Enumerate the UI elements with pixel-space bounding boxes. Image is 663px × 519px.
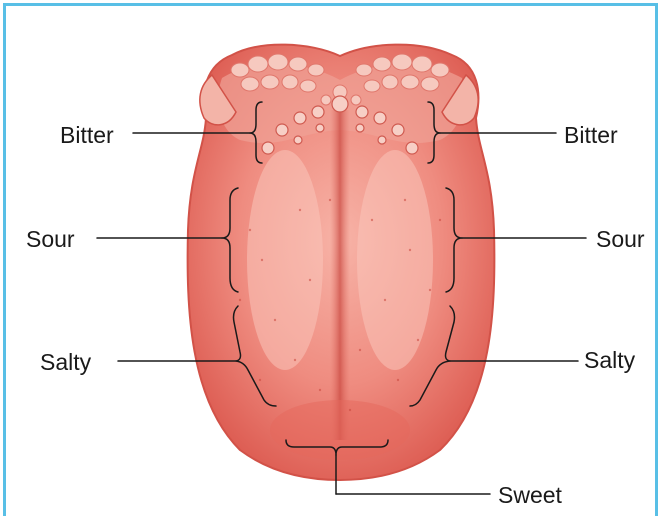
tongue-illustration xyxy=(188,45,495,480)
tongue-left-highlight xyxy=(247,150,323,370)
tongue-right-highlight xyxy=(357,150,433,370)
label-salty-right: Salty xyxy=(584,349,635,372)
label-salty-left: Salty xyxy=(40,351,91,374)
label-bitter-left: Bitter xyxy=(60,124,114,147)
label-bitter-right: Bitter xyxy=(564,124,618,147)
label-sour-right: Sour xyxy=(596,228,645,251)
tongue-median-groove xyxy=(330,110,350,440)
label-sweet: Sweet xyxy=(498,484,562,507)
tongue-tip-shade xyxy=(270,400,410,460)
label-sour-left: Sour xyxy=(26,228,75,251)
